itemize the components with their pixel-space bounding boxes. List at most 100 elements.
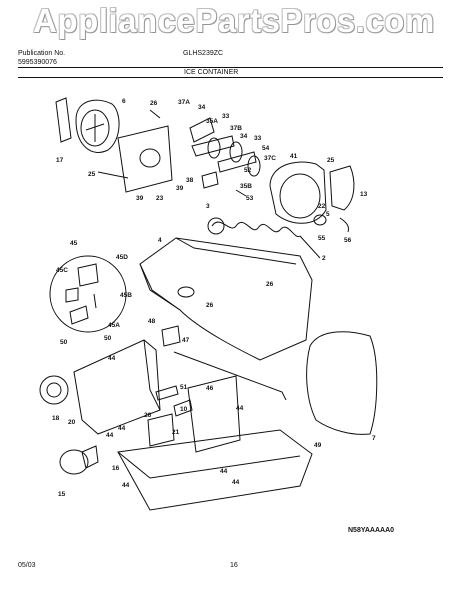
callout-p18: 18 — [52, 415, 60, 422]
publication-number: 5995390076 — [18, 59, 57, 66]
part-4-bin-edge — [139, 263, 181, 311]
callout-p46: 46 — [206, 385, 214, 392]
part-48-actuator — [161, 325, 181, 347]
part-4-ice-bin — [139, 237, 313, 361]
callout-p47: 47 — [182, 337, 190, 344]
callout-p45c: 45C — [56, 267, 68, 274]
callout-p41: 41 — [290, 153, 298, 160]
part-6-motor-housing — [75, 99, 120, 153]
part-55-washer — [313, 214, 327, 226]
callout-p6: 6 — [122, 98, 126, 105]
model-number: GLHS239ZC — [183, 50, 224, 57]
callout-p50b: 50 — [104, 335, 112, 342]
callout-p44g: 44 — [122, 482, 130, 489]
callout-p34a: 34 — [198, 104, 206, 111]
callout-p15: 15 — [58, 491, 66, 498]
part-46-rod — [173, 351, 287, 401]
part-20-edge — [143, 339, 161, 411]
callout-p45b: 45B — [120, 292, 132, 299]
part-34-gear — [229, 141, 243, 163]
part-18-motor — [39, 375, 69, 405]
callout-p55: 55 — [318, 235, 326, 242]
callout-p2: 2 — [322, 255, 326, 262]
callout-p51: 51 — [180, 384, 188, 391]
callout-p49: 49 — [314, 442, 322, 449]
part-41-motor-cover — [269, 161, 327, 224]
callout-p54: 54 — [262, 145, 270, 152]
publication-label: Publication No. — [18, 50, 66, 57]
callout-p44c: 44 — [118, 425, 126, 432]
part-51 — [155, 385, 179, 401]
callout-p44a: 44 — [108, 355, 116, 362]
part-35a-gear — [191, 135, 235, 157]
part-38-bracket — [201, 171, 219, 189]
callout-p13: 13 — [360, 191, 368, 198]
callout-p53: 53 — [246, 195, 254, 202]
part-side-bracket — [187, 375, 241, 453]
callout-p26b: 26 — [266, 281, 274, 288]
part-13-cover — [329, 165, 355, 211]
part-23-mounting-plate — [117, 125, 173, 193]
part-45a-bracket — [69, 305, 89, 325]
figure-code: N58YAAAAA0 — [348, 527, 395, 534]
header-rule-2 — [18, 77, 443, 78]
part-54-gear — [247, 155, 261, 177]
callout-p37a: 37A — [178, 99, 190, 106]
part-23-hole — [139, 148, 161, 168]
part-18-motor-hub — [46, 382, 62, 398]
part-20-housing — [73, 339, 161, 435]
callout-p35b: 35B — [240, 183, 252, 190]
part-45b-spring — [93, 293, 97, 309]
callout-p26c: 26 — [206, 302, 214, 309]
part-45c-block — [65, 287, 79, 303]
part-10 — [173, 399, 193, 417]
part-49-tray — [117, 429, 313, 511]
callout-p34b: 34 — [240, 133, 248, 140]
part-25-screw — [97, 171, 129, 179]
callout-p37c: 37C — [264, 155, 276, 162]
callout-p35a: 35A — [206, 118, 218, 125]
callout-p25b: 25 — [88, 171, 96, 178]
part-26-screw — [149, 109, 161, 119]
part-3-end — [207, 217, 225, 235]
part-6-blades — [85, 114, 105, 142]
callout-p16: 16 — [112, 465, 120, 472]
callout-p4: 4 — [158, 237, 162, 244]
callout-p45d: 45D — [116, 254, 128, 261]
callout-p21: 21 — [172, 429, 180, 436]
part-17-bracket — [55, 97, 72, 143]
callout-p37b: 37B — [230, 125, 242, 132]
callout-p10: 10 — [180, 406, 188, 413]
part-45d-block — [77, 263, 99, 287]
callout-p33b: 33 — [254, 135, 262, 142]
footer-date: 05/03 — [18, 562, 36, 569]
gear-stack-upper — [189, 117, 215, 143]
callout-p38: 38 — [186, 177, 194, 184]
callout-p50: 50 — [60, 339, 68, 346]
part-53-screw — [235, 189, 247, 197]
callout-p17: 17 — [56, 157, 64, 164]
callout-p44f: 44 — [232, 479, 240, 486]
callout-p5: 5 — [326, 211, 330, 218]
watermark: AppliancePartsPros.com — [33, 2, 435, 39]
part-21-bracket — [147, 413, 175, 447]
part-56-clip — [339, 217, 349, 233]
part-4-bin-rim — [175, 237, 297, 265]
callout-p7: 7 — [372, 435, 376, 442]
callout-p44d: 44 — [106, 432, 114, 439]
callout-p39b: 39 — [136, 195, 144, 202]
part-4-drain — [177, 286, 195, 298]
callout-p3: 3 — [206, 203, 210, 210]
header-rule — [18, 67, 443, 68]
part-49-tray-inner — [117, 451, 301, 479]
callout-p44e: 44 — [220, 468, 228, 475]
part-41-inner — [279, 173, 321, 219]
callout-p23: 23 — [156, 195, 164, 202]
callout-p33a: 33 — [222, 113, 230, 120]
callout-p39a: 39 — [176, 185, 184, 192]
callout-p56: 56 — [344, 237, 352, 244]
footer-page: 16 — [230, 562, 238, 569]
callout-p45: 45 — [70, 240, 78, 247]
callout-p20: 20 — [68, 419, 76, 426]
